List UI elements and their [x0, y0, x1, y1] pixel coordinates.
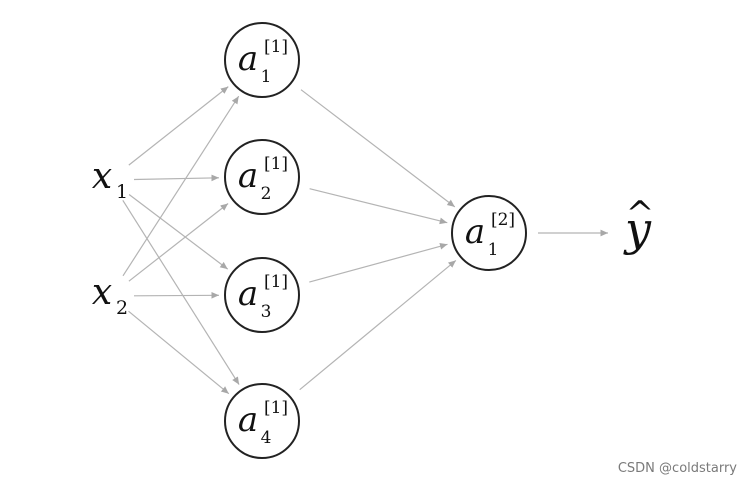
edge-x1-to-h3	[128, 194, 229, 270]
edge-h3-to-o1	[309, 243, 448, 283]
hidden-h1-subscript: 1	[261, 67, 272, 87]
hidden-h3-superscript: [1]	[264, 272, 288, 292]
edge-x2-to-h4	[128, 310, 230, 395]
edge-x1-to-h1	[128, 86, 229, 166]
prediction-symbol: y	[623, 202, 652, 256]
edge-h4-to-o1	[299, 259, 457, 391]
output-o1-superscript: [2]	[491, 210, 515, 230]
nodes	[224, 22, 527, 459]
hidden-h1-symbol: a	[238, 39, 258, 79]
edge-x1-to-h2	[133, 174, 220, 182]
hidden-node-h3	[224, 257, 300, 333]
output-node-o1	[451, 195, 527, 271]
hidden-h2-superscript: [1]	[264, 154, 288, 174]
hidden-h2-subscript: 2	[261, 184, 272, 204]
output-o1-subscript: 1	[488, 240, 499, 260]
hidden-node-h1	[224, 22, 300, 98]
watermark-text: CSDN @coldstarry	[618, 461, 737, 476]
prediction-yhat: y^	[623, 194, 654, 256]
input-x1-symbol: x	[92, 156, 112, 197]
edge-x1-to-h4	[122, 199, 240, 385]
edges	[122, 86, 608, 395]
edge-h1-to-o1	[300, 89, 456, 208]
hidden-h3-symbol: a	[238, 274, 258, 314]
prediction-hat-accent: ^	[626, 194, 655, 234]
input-x1-subscript: 1	[116, 181, 128, 203]
hidden-h3-subscript: 3	[261, 302, 272, 322]
hidden-h4-superscript: [1]	[264, 398, 288, 418]
hidden-node-h2	[224, 139, 300, 215]
hidden-h1-superscript: [1]	[264, 37, 288, 57]
hidden-h2-symbol: a	[238, 156, 258, 196]
hidden-h4-subscript: 4	[261, 428, 272, 448]
edge-x2-to-h1	[122, 95, 240, 277]
edge-x2-to-h2	[128, 203, 229, 282]
hidden-node-h4	[224, 383, 300, 459]
edge-h2-to-o1	[309, 188, 448, 225]
input-x2-subscript: 2	[116, 297, 128, 319]
output-o1-symbol: a	[465, 212, 485, 252]
input-x2-symbol: x	[92, 272, 112, 313]
hidden-h4-symbol: a	[238, 400, 258, 440]
edge-x2-to-h3	[133, 291, 220, 299]
